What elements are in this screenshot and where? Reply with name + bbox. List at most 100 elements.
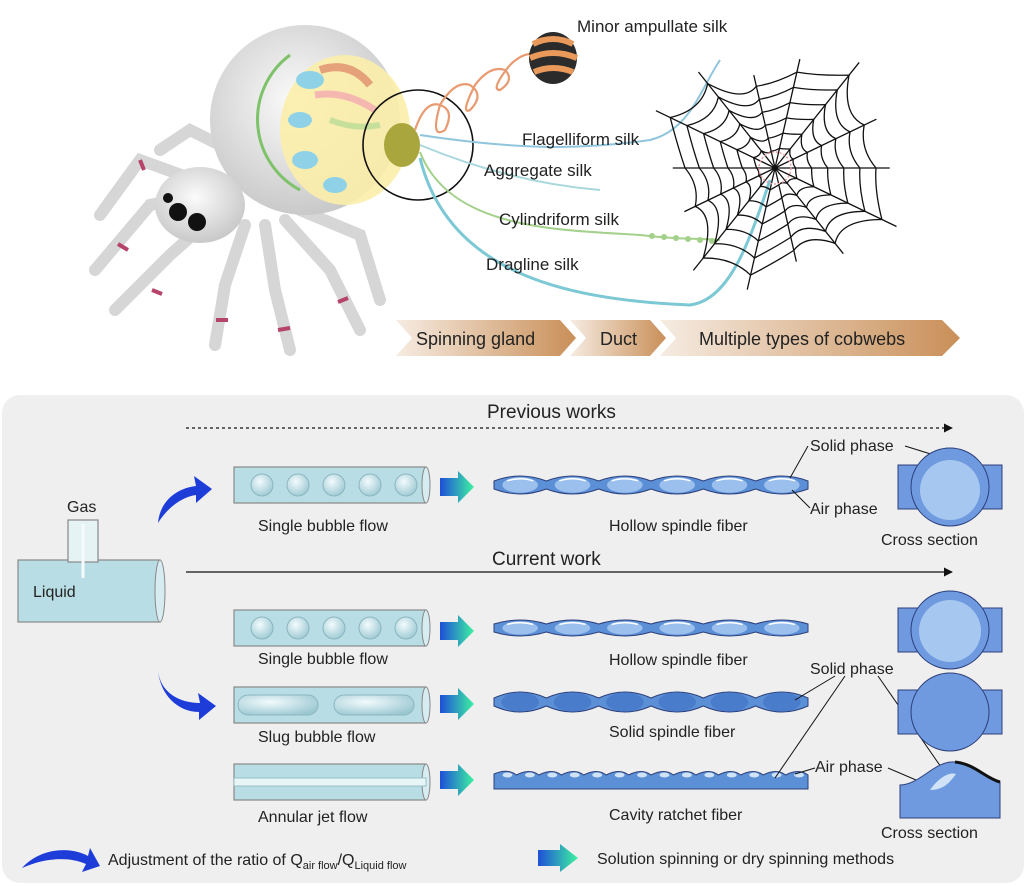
- highlight: [768, 477, 796, 482]
- web-spoke: [697, 71, 776, 169]
- air-cavity: [607, 477, 643, 493]
- air-cavity: [764, 621, 800, 635]
- highlight: [663, 477, 691, 482]
- tube-3: [233, 686, 431, 724]
- chevron-spinning-gland: [396, 320, 576, 356]
- web-spoke: [774, 167, 844, 255]
- label-solid-phase-1: Solid phase: [810, 438, 894, 455]
- spinnerets: [384, 123, 420, 167]
- highlight: [506, 477, 534, 482]
- spindle-knot: [658, 692, 697, 712]
- label-dragline-silk: Dragline silk: [486, 255, 579, 274]
- label-cross-section-2: Cross section: [881, 825, 978, 842]
- cross-section-1: [897, 447, 1003, 527]
- step-multiple-cobwebs: Multiple types of cobwebs: [699, 329, 905, 349]
- flow-tubes: [233, 466, 431, 801]
- highlight: [716, 621, 743, 626]
- gradient-arrows: [440, 471, 474, 796]
- air-cavity: [569, 772, 580, 778]
- aggregate-strand: [419, 144, 601, 191]
- gas-bubble: [250, 616, 274, 640]
- label-hollow-spindle-fiber-2: Hollow spindle fiber: [609, 652, 748, 669]
- silk-strands: [413, 52, 772, 307]
- curved-arrow-down-icon: [158, 670, 216, 720]
- label-minor-ampullate-silk: Minor ampullate silk: [577, 17, 728, 36]
- air-cavity: [554, 477, 591, 493]
- label-aggregate-silk: Aggregate silk: [484, 161, 592, 180]
- air-cavity: [502, 621, 538, 635]
- label-previous-works: Previous works: [487, 402, 616, 423]
- gradient-arrow-icon: [440, 615, 474, 647]
- label-single-bubble-flow-1: Single bubble flow: [258, 518, 388, 535]
- step-duct: Duct: [600, 329, 637, 349]
- air-cavity: [607, 621, 643, 635]
- air-cavity: [592, 772, 603, 778]
- web-spoke: [753, 74, 776, 169]
- web-hub: [758, 151, 792, 185]
- fiber-hollow-spindle-2: [493, 619, 809, 637]
- web-spoke: [774, 58, 801, 169]
- label-gas: Gas: [67, 499, 96, 516]
- spindle-knot: [553, 692, 592, 712]
- air-cavity: [711, 477, 748, 493]
- legend-curved-arrow-icon: [22, 848, 100, 872]
- magnifier-circle: [362, 89, 474, 201]
- web-ring: [736, 132, 815, 208]
- web-spoke: [692, 167, 776, 271]
- gradient-arrow-icon: [440, 471, 474, 503]
- label-solid-phase-2: Solid phase: [810, 661, 894, 678]
- spider-eye: [188, 213, 206, 231]
- web-ring: [719, 117, 832, 225]
- gas-slug: [333, 694, 415, 716]
- cross-section-3: [897, 672, 1003, 752]
- process-chevrons: Spinning gland Duct Multiple types of co…: [396, 320, 960, 356]
- cross-section-2: [897, 590, 1003, 670]
- label-hollow-spindle-fiber-1: Hollow spindle fiber: [609, 518, 748, 535]
- gas-jet: [233, 777, 427, 787]
- gas-slug: [237, 694, 319, 716]
- tube-end: [421, 466, 431, 504]
- air-cavity: [637, 772, 647, 778]
- web-spoke: [774, 62, 860, 169]
- air-cavity: [502, 477, 538, 493]
- web-ring: [702, 101, 849, 242]
- label-slug-bubble-flow: Slug bubble flow: [258, 729, 376, 746]
- fiber-cavity-ratchet: [493, 770, 809, 790]
- bottom-panel: [2, 395, 1024, 883]
- leg-bands: [116, 159, 349, 332]
- curved-arrow-up-icon: [158, 476, 212, 523]
- gas-bubble: [322, 616, 346, 640]
- label-liquid: Liquid: [33, 584, 76, 601]
- label-flagelliform-silk: Flagelliform silk: [522, 130, 640, 149]
- web-ring: [686, 86, 866, 259]
- gas-bubble: [250, 473, 274, 497]
- legend-spinning-text: Solution spinning or dry spinning method…: [597, 851, 894, 868]
- flagelliform-strand: [419, 59, 721, 148]
- highlight: [716, 477, 743, 482]
- dragline-strand: [418, 157, 772, 307]
- gas-bubble: [394, 616, 418, 640]
- web-spoke: [655, 110, 776, 169]
- air-cavity: [659, 621, 695, 635]
- air-cavity: [749, 772, 760, 778]
- label-single-bubble-flow-2: Single bubble flow: [258, 651, 388, 668]
- air-cavity: [524, 772, 535, 778]
- label-current-work: Current work: [492, 549, 601, 570]
- highlight: [506, 621, 534, 626]
- spindle-knot: [501, 692, 540, 712]
- air-cavity: [764, 477, 800, 493]
- cross-section-4: [899, 760, 1001, 819]
- gradient-arrow-icon: [440, 688, 474, 720]
- air-cavity: [681, 772, 692, 778]
- highlight: [611, 621, 639, 626]
- highlight: [768, 621, 796, 626]
- highlight: [611, 477, 639, 482]
- tube-2: [233, 609, 431, 647]
- air-cavity: [614, 772, 625, 778]
- gas-bubble: [394, 473, 418, 497]
- legend-gradient-arrow-icon: [538, 844, 578, 872]
- spindle-knot: [762, 692, 801, 712]
- spider-head: [155, 167, 245, 243]
- web-ring: [669, 71, 883, 276]
